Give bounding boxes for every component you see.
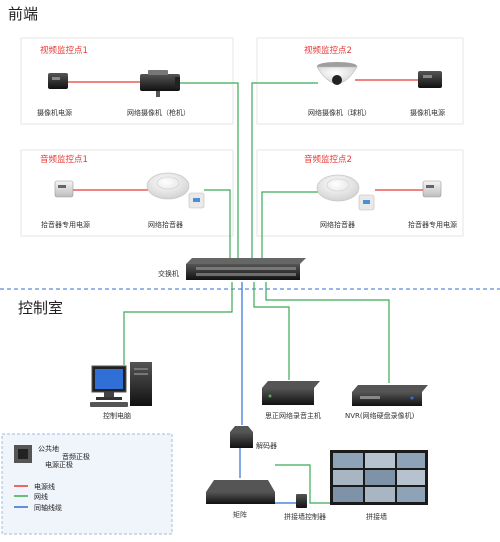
legend-item-power: 电源线 [34,482,55,491]
audio-point-2-title: 音频监控点2 [304,154,352,165]
camera-power-adapter-icon [48,73,68,89]
decoder-label: 解码器 [256,441,277,450]
audio-power-adapter-icon [422,180,442,198]
video-2-power-label: 摄像机电源 [410,108,445,117]
network-microphone-icon [316,174,375,211]
bullet-camera-icon [140,70,180,97]
matrix-label: 矩阵 [233,510,247,519]
audio-2-power-label: 拾音器专用电源 [408,220,457,229]
control-pc-icon [90,362,152,407]
legend-brand-line-2: 音频正极 [62,452,90,461]
audio-1-power-label: 拾音器专用电源 [41,220,90,229]
network-microphone-icon [146,172,205,209]
power-lines [68,79,423,191]
section-title-front: 前端 [8,5,38,23]
splice-controller-label: 拼接墙控制器 [284,512,326,521]
audio-power-adapter-icon [54,180,74,198]
audio-point-1-title: 音频监控点1 [40,154,88,165]
video-point-2-title: 视频监控点2 [304,45,352,56]
video-1-power-label: 摄像机电源 [37,108,72,117]
nvr-label: NVR(网络硬盘录像机) [345,411,415,420]
video-1-device-label: 网络摄像机（枪机） [127,108,190,117]
network-switch-icon [186,258,306,280]
audio-2-device-label: 网络拾音器 [320,220,355,229]
video-2-device-label: 网络摄像机（球机） [308,108,371,117]
switch-label: 交换机 [158,269,179,278]
recording-host-label: 思正网络录音主机 [265,411,321,420]
legend-brand-line-1: 公共地 [38,444,59,453]
dome-camera-icon [316,62,358,85]
coax-lines [239,282,296,504]
camera-power-adapter-icon [418,71,442,88]
legend-item-network: 网线 [34,492,48,501]
legend: 公共地 音频正极 电源正极 电源线 网线 同轴线缆 [1,433,173,535]
video-wall-label: 拼接墙 [366,512,387,521]
video-wall-icon [330,450,428,505]
nvr-icon [352,385,428,406]
recording-host-icon [262,381,320,405]
legend-item-coax: 同轴线缆 [34,503,62,512]
matrix-icon [206,480,275,504]
section-title-control: 控制室 [18,299,63,317]
control-pc-label: 控制电脑 [103,411,131,420]
audio-1-device-label: 网络拾音器 [148,220,183,229]
decoder-icon [230,426,253,448]
network-lines [123,82,390,504]
video-point-1-title: 视频监控点1 [40,45,88,56]
legend-brand-line-3: 电源正极 [45,460,73,469]
splice-controller-icon [296,494,307,508]
